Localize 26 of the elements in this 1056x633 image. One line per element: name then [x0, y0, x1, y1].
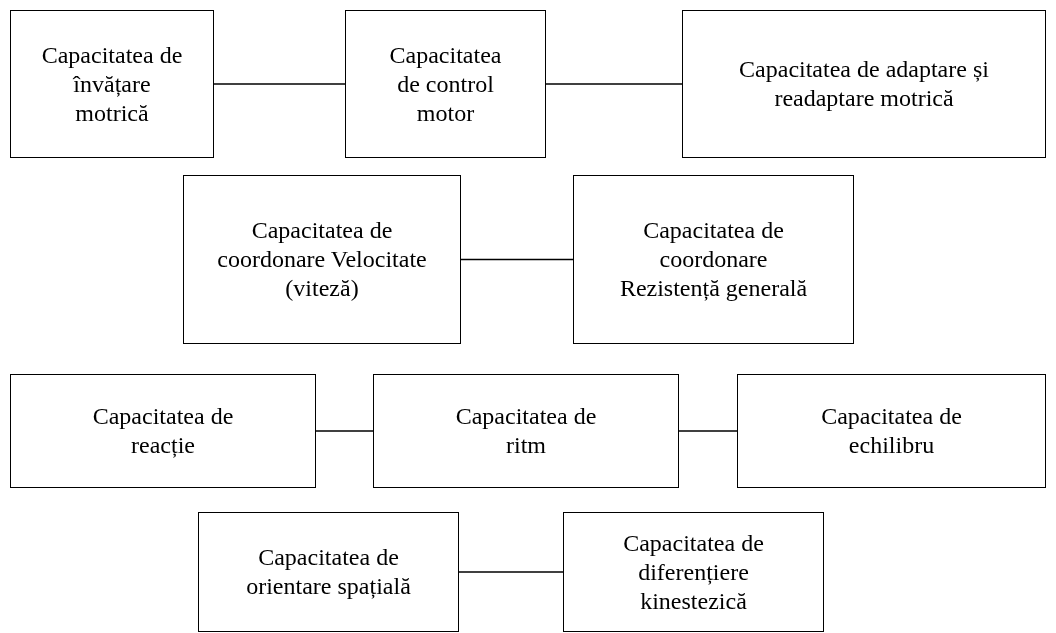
box-label: Capacitatea de ritm — [454, 402, 598, 460]
text-box — [682, 10, 1046, 158]
text-box — [373, 374, 679, 488]
box-label: Capacitatea de diferențiere kinestezică — [622, 528, 765, 616]
box-label: Capacitatea de echilibru — [820, 402, 963, 460]
box-label: Capacitatea de învățare motrică — [40, 40, 184, 128]
connector-line — [315, 430, 374, 432]
box-label: Capacitatea de adaptare și readaptare motrică — [738, 55, 990, 113]
connector-line — [678, 430, 738, 432]
text-box — [10, 374, 316, 488]
connector-line — [213, 83, 346, 85]
text-box — [737, 374, 1046, 488]
box-label: Capacitatea de orientare spațială — [245, 543, 412, 601]
text-box — [198, 512, 459, 632]
text-box — [345, 10, 546, 158]
connector-line — [460, 258, 574, 261]
text-box — [573, 175, 854, 344]
text-box — [183, 175, 461, 344]
connector-line — [545, 83, 683, 85]
box-label: Capacitatea de coordonare Rezistență generală — [618, 216, 809, 303]
box-label: Capacitatea de coordonare Velocitate (viteză) — [216, 216, 428, 303]
box-label: Capacitatea de control motor — [388, 40, 503, 128]
text-box — [563, 512, 824, 632]
connector-line — [458, 571, 564, 573]
box-label: Capacitatea de reacție — [91, 402, 235, 460]
text-box — [10, 10, 214, 158]
